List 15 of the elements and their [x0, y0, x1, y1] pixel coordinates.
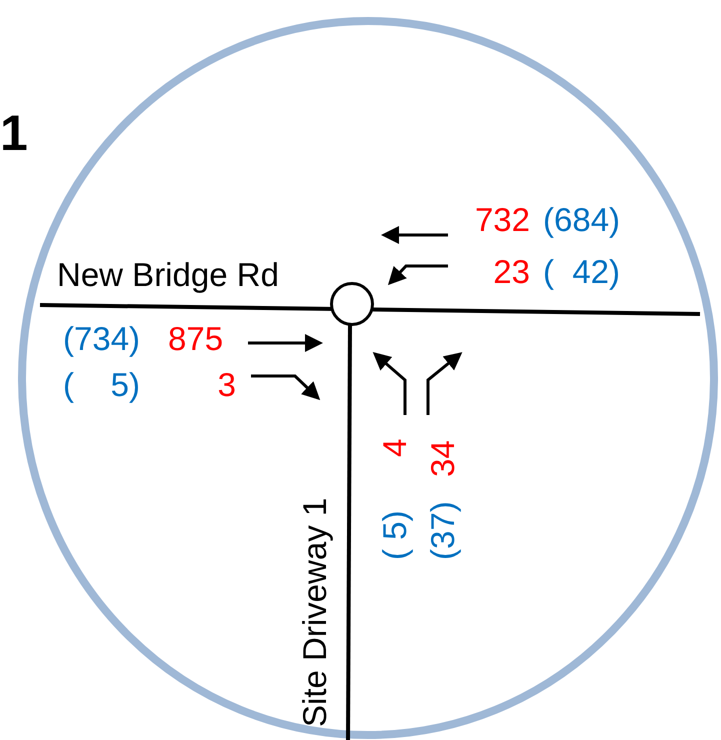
volume-value: ( 42): [543, 255, 620, 288]
volume-value: ( 5): [63, 368, 140, 401]
volume-value: (37): [426, 501, 459, 560]
volume-value: 34: [426, 440, 459, 477]
volume-value: 4: [378, 438, 411, 457]
volume-value: 3: [218, 368, 236, 401]
volume-value: (734): [63, 322, 140, 355]
volume-value: 23: [493, 255, 530, 288]
volume-value: 875: [168, 322, 224, 355]
road-name: New Bridge Rd: [57, 258, 279, 291]
volume-value: ( 5): [378, 510, 411, 560]
road-name: Site Driveway 1: [298, 498, 331, 727]
volume-value: 732: [474, 203, 530, 236]
figure-number: 1: [0, 108, 28, 158]
volume-value: (684): [543, 203, 620, 236]
